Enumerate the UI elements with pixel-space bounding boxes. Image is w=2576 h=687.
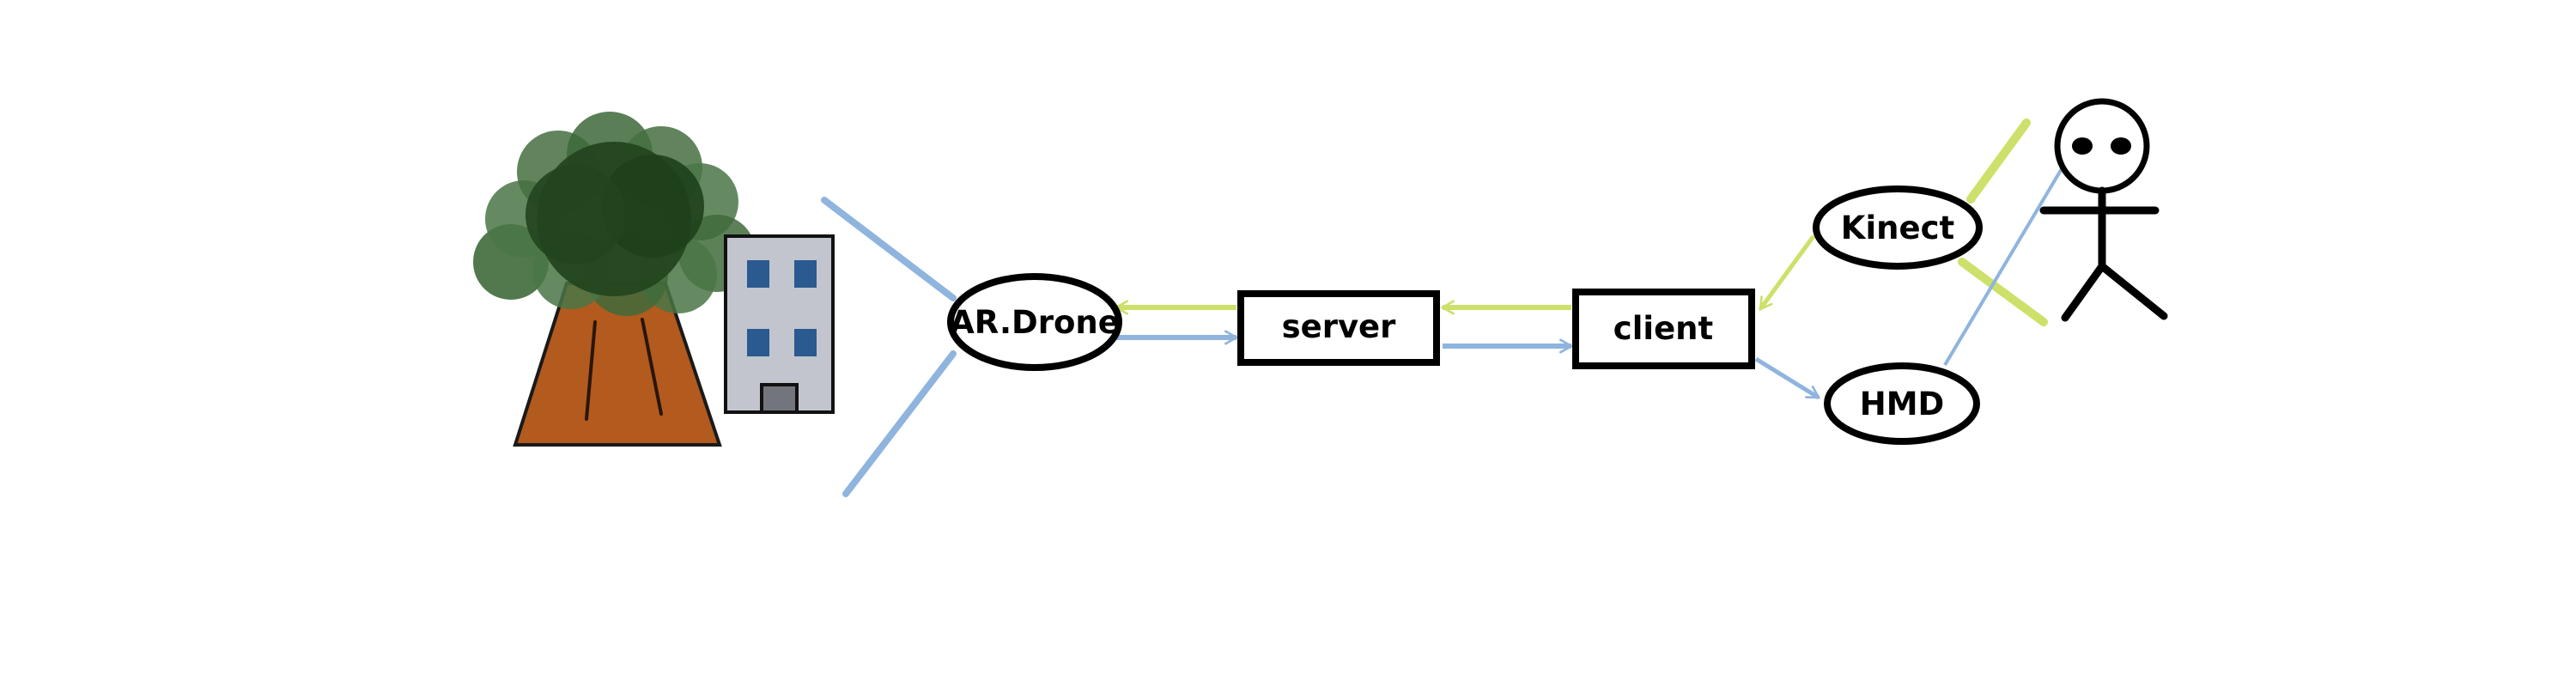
building-icon — [724, 234, 835, 414]
node-client: client — [1572, 289, 1755, 369]
node-kinect: Kinect — [1813, 185, 1983, 270]
person-leg-left — [2061, 262, 2106, 322]
arrow-hmd-to-person — [1943, 142, 2078, 367]
person-leg-right — [2098, 262, 2168, 320]
person-eye-right — [2111, 137, 2131, 155]
server-label: server — [1282, 308, 1397, 345]
kinect-view-ray-top — [1966, 119, 2031, 204]
tree-icon — [473, 112, 756, 447]
node-server: server — [1237, 290, 1440, 366]
person-eye-left — [2072, 137, 2093, 155]
node-ardrone: AR.Drone — [947, 273, 1122, 371]
person-icon — [2039, 98, 2168, 322]
node-hmd: HMD — [1824, 362, 1980, 445]
drone-view-ray-bottom — [842, 350, 957, 497]
ardrone-label: AR.Drone — [950, 304, 1120, 341]
kinect-view-ray-bottom — [1958, 258, 2048, 326]
client-label: client — [1613, 310, 1713, 347]
hmd-label: HMD — [1860, 386, 1945, 423]
kinect-label: Kinect — [1841, 210, 1954, 246]
building-door — [760, 383, 799, 414]
tree-foliage — [473, 112, 756, 316]
drone-view-ray-top — [821, 197, 957, 301]
person-head — [2054, 98, 2150, 194]
arrow-client-to-hmd — [1754, 356, 1821, 400]
arrow-kinect-to-client — [1758, 234, 1816, 312]
